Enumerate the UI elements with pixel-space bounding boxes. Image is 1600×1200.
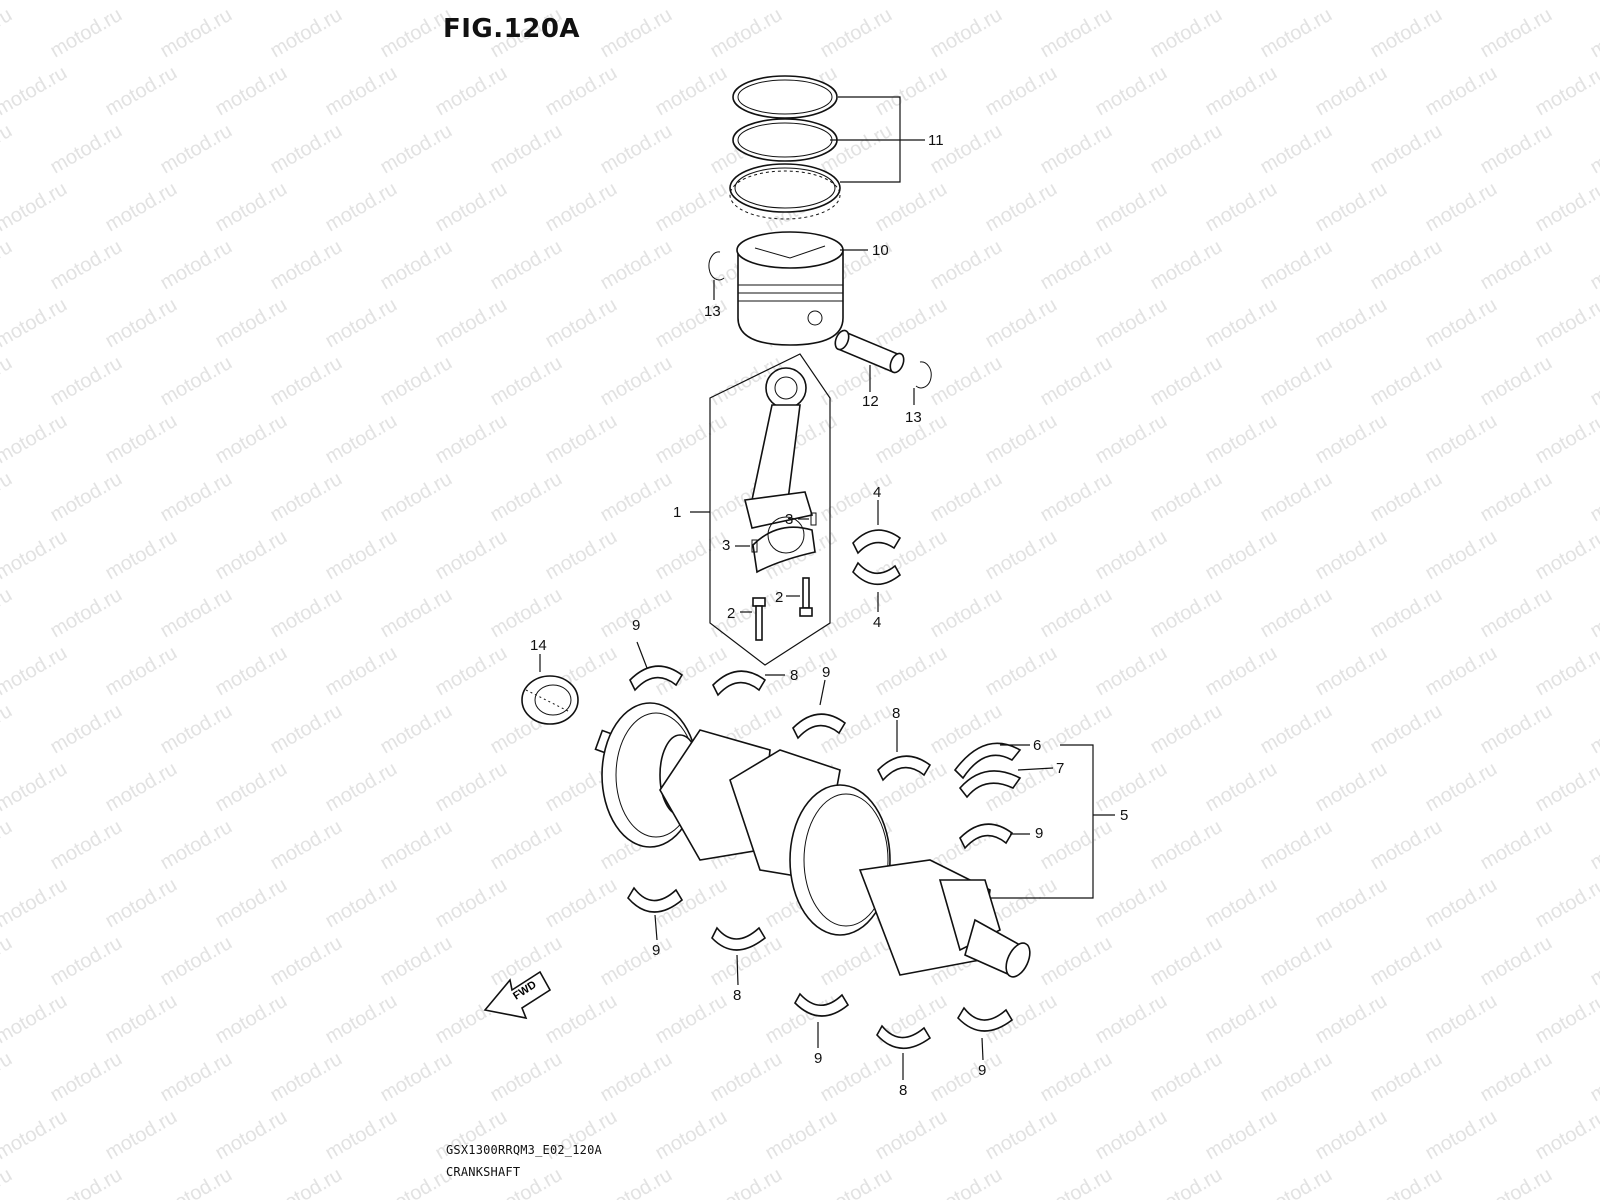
circlip-right xyxy=(915,361,932,389)
callout-9b: 9 xyxy=(822,664,830,681)
main-bearing-upper-3 xyxy=(792,713,847,740)
needle-bearing xyxy=(521,675,579,725)
main-bearing-lower-1 xyxy=(627,886,684,913)
callout-13a: 13 xyxy=(704,303,721,320)
main-bearing-upper-4 xyxy=(877,755,932,782)
callout-labels: 1 2 2 3 3 4 4 5 6 7 8 8 8 8 9 9 9 9 9 9 … xyxy=(530,132,1128,1099)
piston-pin xyxy=(834,329,905,374)
piston-rings xyxy=(729,75,841,220)
conrod-bolt-right xyxy=(799,577,813,617)
main-bearing-lower-4 xyxy=(876,1024,932,1050)
figure-title: FIG.120A xyxy=(443,14,581,44)
callout-9d: 9 xyxy=(652,942,660,959)
main-bearing-upper-1 xyxy=(629,665,684,692)
callout-9e: 9 xyxy=(814,1050,822,1067)
callout-9f: 9 xyxy=(978,1062,986,1079)
main-bearing-upper-5 xyxy=(959,823,1014,850)
callout-8d: 8 xyxy=(899,1082,907,1099)
drawing-caption: CRANKSHAFT xyxy=(446,1165,521,1179)
conrod-bearing-upper xyxy=(852,529,902,555)
callout-13b: 13 xyxy=(905,409,922,426)
callout-8c: 8 xyxy=(733,987,741,1004)
connecting-rod xyxy=(744,367,816,574)
thrust-bearing-7 xyxy=(958,770,1022,799)
callout-1: 1 xyxy=(673,504,681,521)
main-bearing-lower-2 xyxy=(711,926,767,951)
callout-6: 6 xyxy=(1033,737,1041,754)
callout-3b: 3 xyxy=(785,511,793,528)
callout-10: 10 xyxy=(872,242,889,259)
callout-4a: 4 xyxy=(873,484,881,501)
callout-14: 14 xyxy=(530,637,547,654)
conrod-bearing-lower xyxy=(852,561,902,586)
callout-9c: 9 xyxy=(1035,825,1043,842)
callout-3a: 3 xyxy=(722,537,730,554)
drawing-code: GSX1300RRQM3_E02_120A xyxy=(446,1143,602,1157)
callout-9a: 9 xyxy=(632,617,640,634)
conrod-bolt-left xyxy=(752,597,766,641)
main-bearing-lower-5 xyxy=(956,1006,1014,1032)
callout-8a: 8 xyxy=(790,667,798,684)
thrust-bearing-6 xyxy=(953,742,1022,780)
main-bearing-upper-2 xyxy=(712,670,767,697)
callout-7: 7 xyxy=(1056,760,1064,777)
callout-4b: 4 xyxy=(873,614,881,631)
fwd-arrow-icon: FWD xyxy=(483,970,552,1020)
callout-5: 5 xyxy=(1120,807,1128,824)
callout-11: 11 xyxy=(928,132,944,149)
callout-2a: 2 xyxy=(727,605,735,622)
callout-8b: 8 xyxy=(892,705,900,722)
crankshaft xyxy=(594,702,1031,978)
circlip-left xyxy=(708,251,725,281)
callout-2b: 2 xyxy=(775,589,783,606)
piston xyxy=(736,231,844,346)
main-bearing-lower-3 xyxy=(794,992,850,1017)
callout-12: 12 xyxy=(862,393,879,410)
